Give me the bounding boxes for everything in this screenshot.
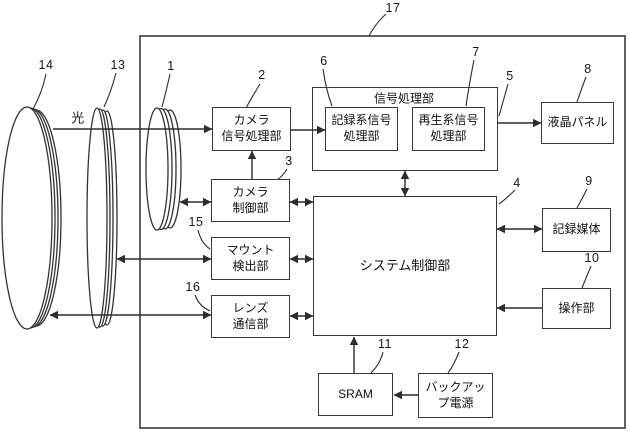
camera-signal-processing-box: カメラ 信号処理部 <box>212 107 291 151</box>
signal-processing-group-box <box>312 87 498 171</box>
playback-signal-processing-box: 再生系信号 処理部 <box>412 107 485 151</box>
ref-number-5: 5 <box>506 69 514 83</box>
leader-4 <box>498 189 516 205</box>
ref-number-7: 7 <box>472 45 480 59</box>
mount-detection-box: マウント 検出部 <box>211 237 290 280</box>
ref-number-14: 14 <box>38 58 54 72</box>
leader-6 <box>322 68 333 107</box>
ref-number-12: 12 <box>454 337 470 351</box>
connection-arrows <box>49 118 543 400</box>
leader-17 <box>368 13 387 37</box>
leader-11 <box>370 351 384 374</box>
ref-number-13: 13 <box>110 58 126 72</box>
ref-number-15: 15 <box>188 215 204 229</box>
leader-12 <box>447 351 460 374</box>
camera-body-outline <box>139 35 626 429</box>
ref-number-17: 17 <box>385 1 401 15</box>
leader-2 <box>245 83 261 109</box>
leader-13 <box>103 72 117 108</box>
leader-16 <box>194 294 211 312</box>
ref-number-6: 6 <box>320 54 328 68</box>
front-lens-element-14 <box>1 106 62 330</box>
operation-unit-box: 操作部 <box>542 288 611 329</box>
imaging-element-1 <box>145 107 182 231</box>
ref-number-8: 8 <box>584 62 592 76</box>
rear-lens-element-13 <box>86 107 118 329</box>
sram-box: SRAM <box>318 373 393 416</box>
lcd-panel-box: 液晶パネル <box>541 102 614 144</box>
leader-10 <box>581 265 592 289</box>
ref-number-10: 10 <box>584 251 600 265</box>
recording-media-box: 記録媒体 <box>542 208 611 252</box>
ref-number-4: 4 <box>513 176 521 190</box>
ref-number-1: 1 <box>167 59 175 73</box>
ref-number-3: 3 <box>285 154 293 168</box>
leader-15 <box>197 229 211 250</box>
leader-5 <box>498 83 509 117</box>
light-label: 光 <box>71 110 85 126</box>
ref-number-16: 16 <box>185 280 201 294</box>
ref-number-11: 11 <box>378 337 392 351</box>
backup-power-box: バックアッ プ電源 <box>418 373 493 418</box>
leader-14 <box>32 73 47 110</box>
lens-communication-box: レンズ 通信部 <box>211 295 290 338</box>
leader-8 <box>576 76 587 103</box>
leader-7 <box>465 59 475 107</box>
reference-leader-lines <box>32 13 592 374</box>
camera-control-box: カメラ 制御部 <box>211 179 290 222</box>
leader-9 <box>576 188 588 209</box>
leader-1 <box>161 73 171 108</box>
recording-signal-processing-box: 記録系信号 処理部 <box>325 107 398 151</box>
system-control-box: システム制御部 <box>313 196 497 336</box>
signal-processing-group-title: 信号処理部 <box>373 91 435 106</box>
ref-number-9: 9 <box>585 174 593 188</box>
ref-number-2: 2 <box>258 68 266 82</box>
